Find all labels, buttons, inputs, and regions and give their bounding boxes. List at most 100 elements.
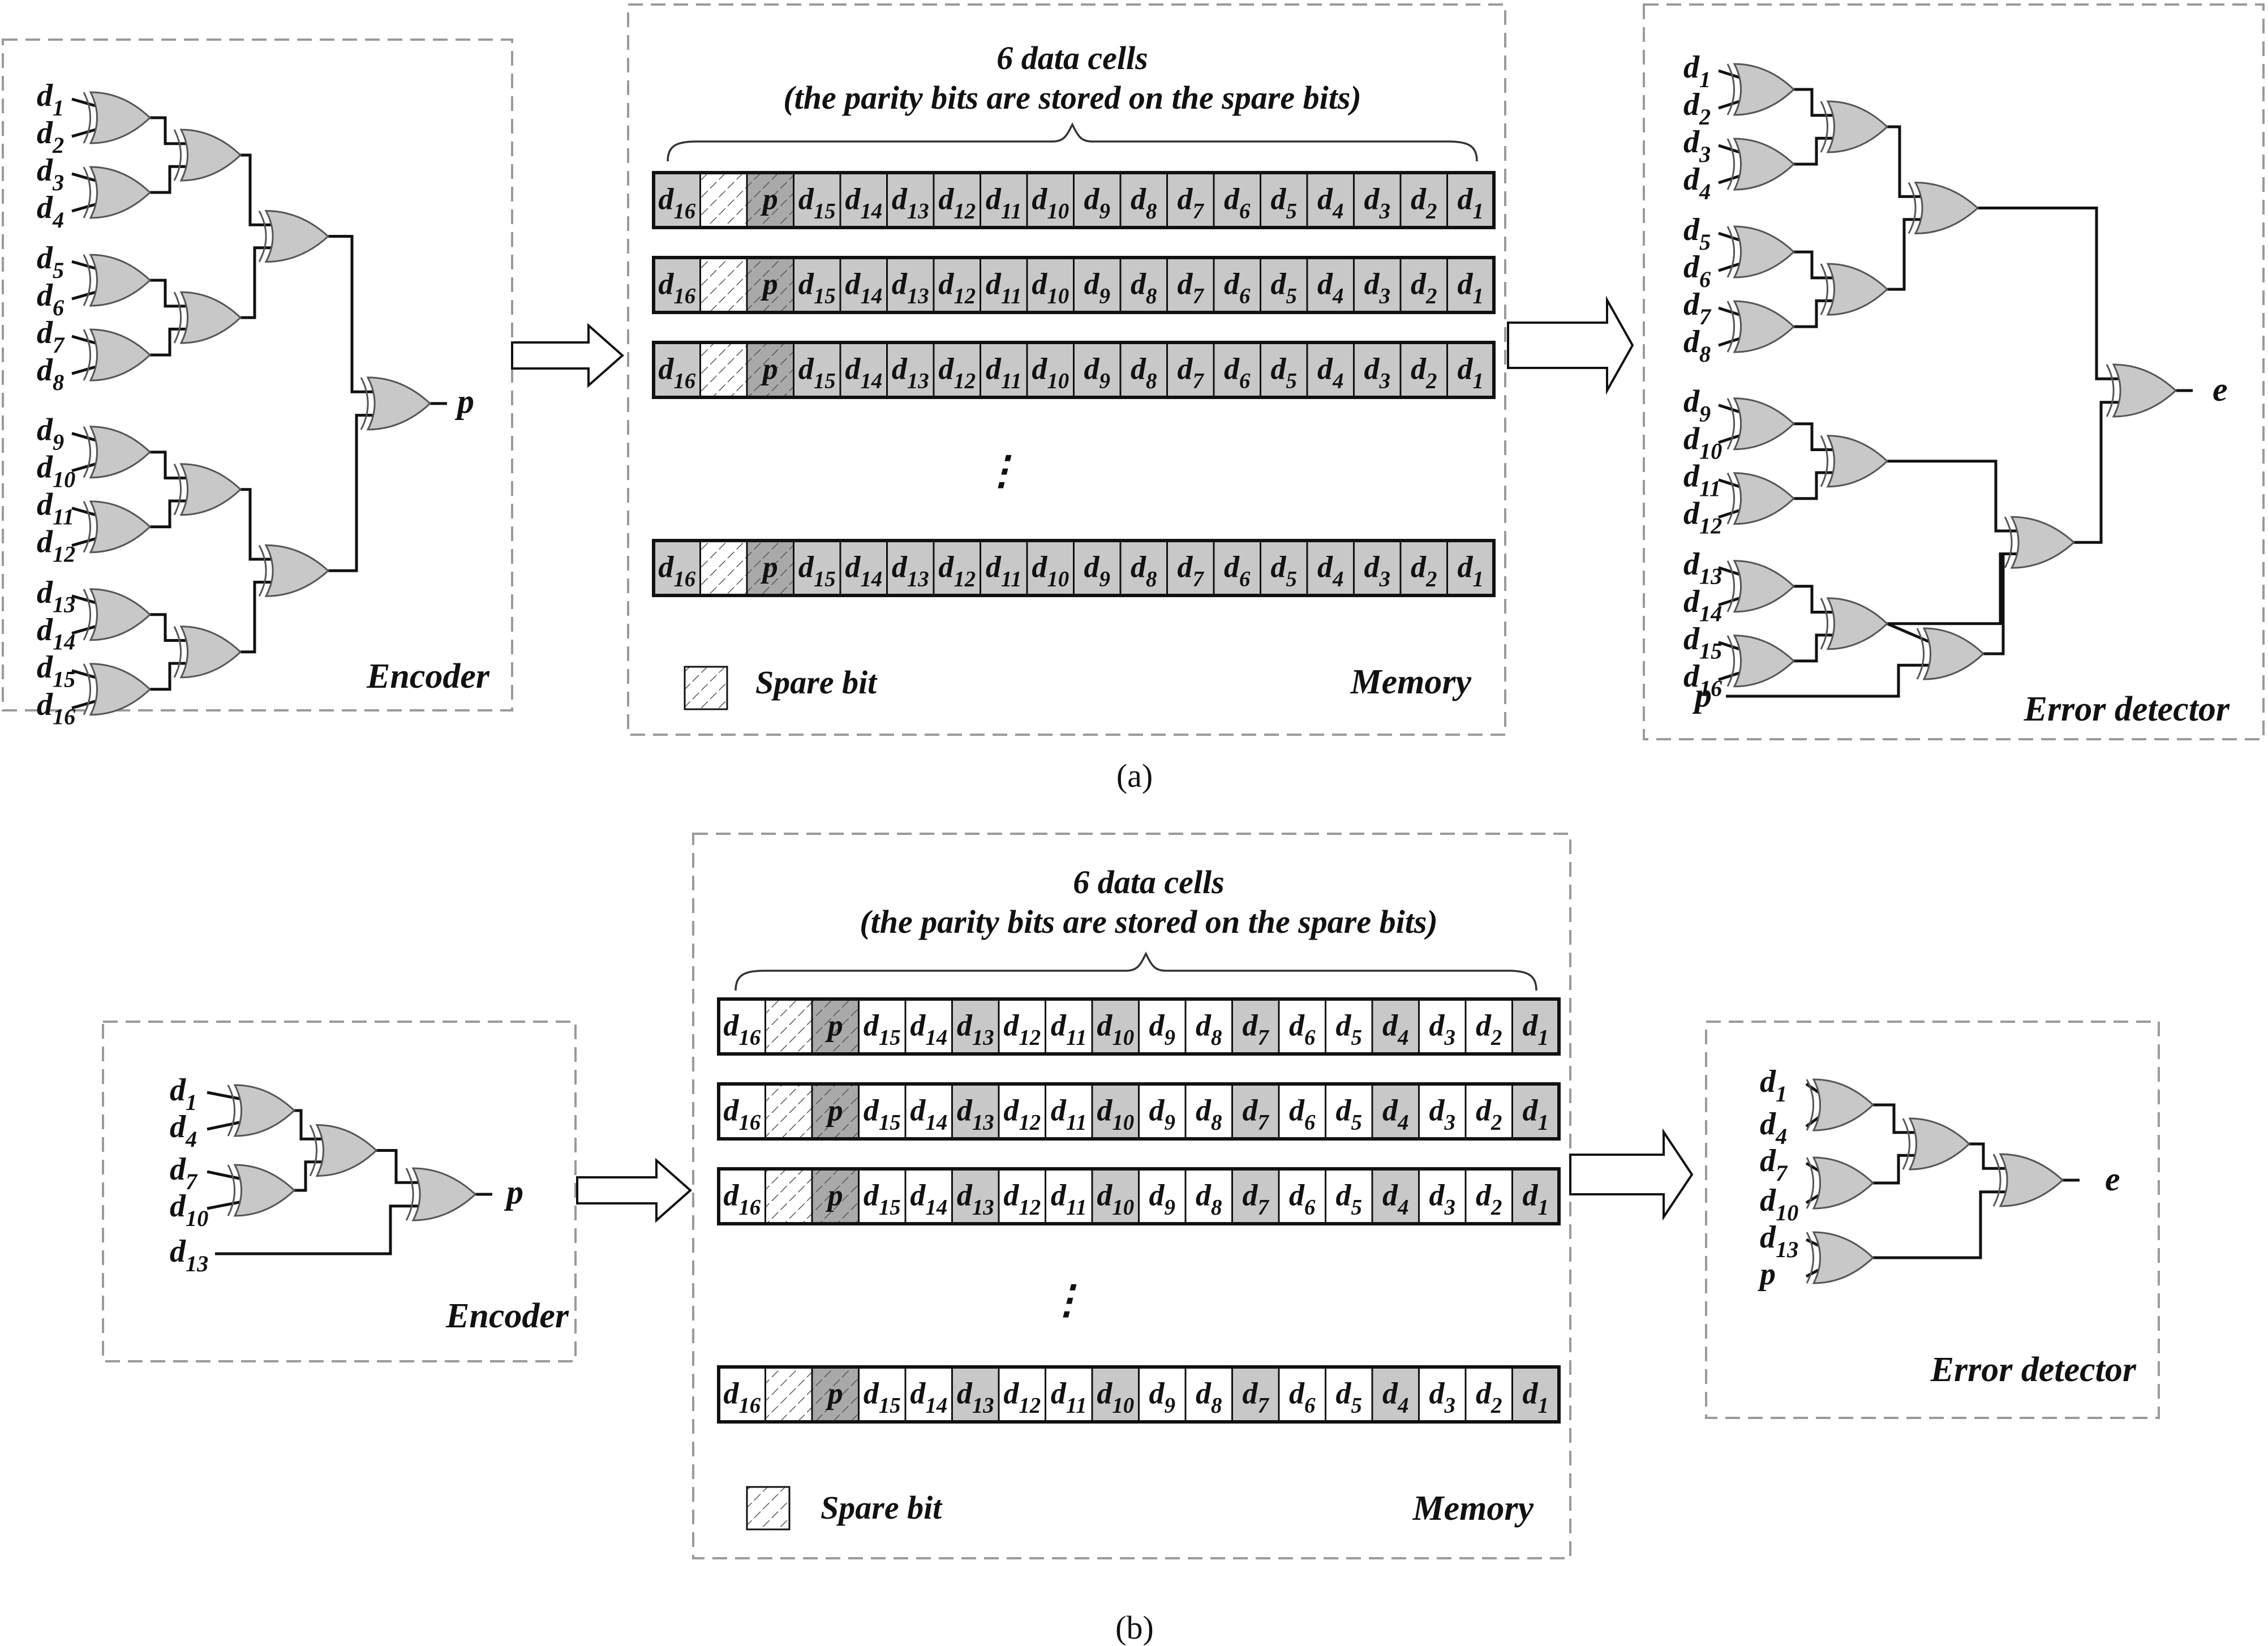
memory-cell-label: d15: [864, 1009, 901, 1050]
memory-cell: [858, 1083, 907, 1140]
wire: [240, 581, 273, 654]
memory-cell-label: d1: [1458, 182, 1484, 224]
xor-gate-icon: [1726, 635, 1795, 688]
signal-label: d16: [37, 687, 76, 730]
memory-cell-label: d10: [1032, 267, 1069, 308]
memory-cell-label: d9: [1084, 550, 1110, 591]
memory-cell-label: d11: [1051, 1009, 1087, 1050]
signal-label: d10: [1760, 1183, 1798, 1225]
memory-cell-label: d11: [986, 352, 1022, 393]
memory-cell-label: d14: [845, 182, 882, 224]
signal-label: d11: [37, 487, 74, 530]
memory-cell-label: d11: [986, 267, 1022, 308]
detector-frame-a: [1643, 3, 2265, 740]
xor-gate-icon: [83, 166, 152, 219]
memory-cell: [1166, 256, 1215, 314]
memory-cell: [1399, 172, 1448, 229]
memory-cell-label: d12: [1003, 1009, 1041, 1050]
signal-label: d12: [37, 525, 75, 567]
memory-cell: [1371, 1168, 1420, 1225]
memory-cell: [1138, 1168, 1187, 1225]
memory-cell-label: d13: [957, 1009, 994, 1050]
memory-cell-label: d11: [1051, 1377, 1087, 1418]
signal-label: d16: [1683, 659, 1723, 701]
memory-row: [652, 539, 1496, 597]
wire: [1873, 1103, 1917, 1134]
memory-cell: [811, 1083, 860, 1140]
memory-cell-label: d13: [957, 1377, 994, 1418]
wire: [71, 365, 98, 375]
memory-row-border: [652, 171, 1496, 229]
xor-gate-icon: [173, 463, 242, 516]
signal-label: d4: [37, 190, 64, 233]
xor-gate-icon: [1820, 100, 1889, 153]
wire: [1887, 622, 1931, 644]
memory-cell-label: d10: [1097, 1094, 1134, 1135]
memory-cell: [1231, 998, 1280, 1055]
memory-cell-label: d4: [1382, 1178, 1408, 1220]
memory-cell-label: p: [761, 550, 778, 584]
memory-cell-label: d8: [1196, 1178, 1222, 1220]
wire: [150, 613, 188, 642]
memory-row-border: [717, 997, 1561, 1056]
flow-arrow-icon: [576, 1158, 693, 1223]
memory-cell: [1045, 1083, 1093, 1140]
memory-cell-label: d1: [1458, 267, 1484, 308]
memory-cell-label: d9: [1149, 1178, 1175, 1220]
memory-cell-label: d12: [1003, 1178, 1041, 1220]
signal-label: d12: [1683, 496, 1722, 539]
spare-bit-cell: [699, 256, 748, 314]
memory-cell-label: d7: [1178, 352, 1205, 393]
memory-cell-label: d14: [910, 1178, 947, 1220]
memory-row: [652, 256, 1496, 314]
wire: [1718, 404, 1742, 414]
memory-row-border: [717, 1365, 1561, 1424]
memory-brace-a: [667, 122, 1478, 162]
memory-heading-b-line2: (the parity bits are stored on the spare…: [860, 903, 1437, 940]
memory-row-border: [717, 1167, 1561, 1225]
memory-title-a: Memory: [1350, 663, 1471, 701]
wire: [1794, 88, 1835, 117]
xor-gate-icon: [227, 1084, 296, 1137]
memory-cell-label: d9: [1084, 267, 1110, 308]
memory-cell-label: d2: [1476, 1009, 1502, 1050]
flow-arrow-icon: [1569, 1128, 1694, 1221]
xor-gate-icon: [173, 128, 242, 182]
memory-cell-label: d1: [1523, 1178, 1549, 1220]
memory-cell-label: d5: [1336, 1377, 1362, 1418]
wire: [1969, 1142, 2008, 1170]
wire: [2074, 401, 2121, 544]
memory-cell-label: d3: [1429, 1377, 1455, 1418]
wire: [207, 1091, 242, 1101]
memory-cell-label: d15: [798, 550, 836, 591]
memory-heading-a-line1: 6 data cells: [996, 40, 1148, 76]
signal-label: d1: [37, 78, 64, 121]
encoder-title-b: Encoder: [445, 1297, 569, 1335]
xor-gate-icon: [1902, 1117, 1971, 1171]
signal-label: d10: [37, 450, 75, 492]
memory-cell-label: d4: [1317, 352, 1343, 393]
memory-cell-label: d13: [892, 182, 929, 224]
memory-cell-label: d5: [1336, 1094, 1362, 1135]
signal-label: p: [1758, 1257, 1776, 1292]
xor-gate-icon: [258, 210, 330, 263]
memory-cell-label: d3: [1364, 352, 1390, 393]
signal-label: d1: [170, 1073, 197, 1115]
wire: [207, 1170, 242, 1181]
signal-label: d9: [1683, 384, 1711, 427]
memory-cell-label: d11: [986, 550, 1022, 591]
memory-cell-label: d2: [1476, 1377, 1502, 1418]
memory-cell-label: d14: [910, 1094, 947, 1135]
wire: [1718, 434, 1742, 444]
memory-cell: [951, 1168, 1000, 1225]
memory-cell: [1138, 1083, 1187, 1140]
memory-cell: [1511, 1083, 1560, 1140]
memory-cell-label: d1: [1458, 550, 1484, 591]
xor-gate-icon: [309, 1124, 378, 1177]
memory-cell: [1213, 341, 1261, 398]
wire: [71, 127, 98, 138]
memory-cell-label: d3: [1364, 182, 1390, 224]
memory-cell: [998, 1366, 1046, 1423]
encoder-frame-b: [102, 1021, 577, 1362]
memory-cell-label: d2: [1411, 550, 1437, 591]
